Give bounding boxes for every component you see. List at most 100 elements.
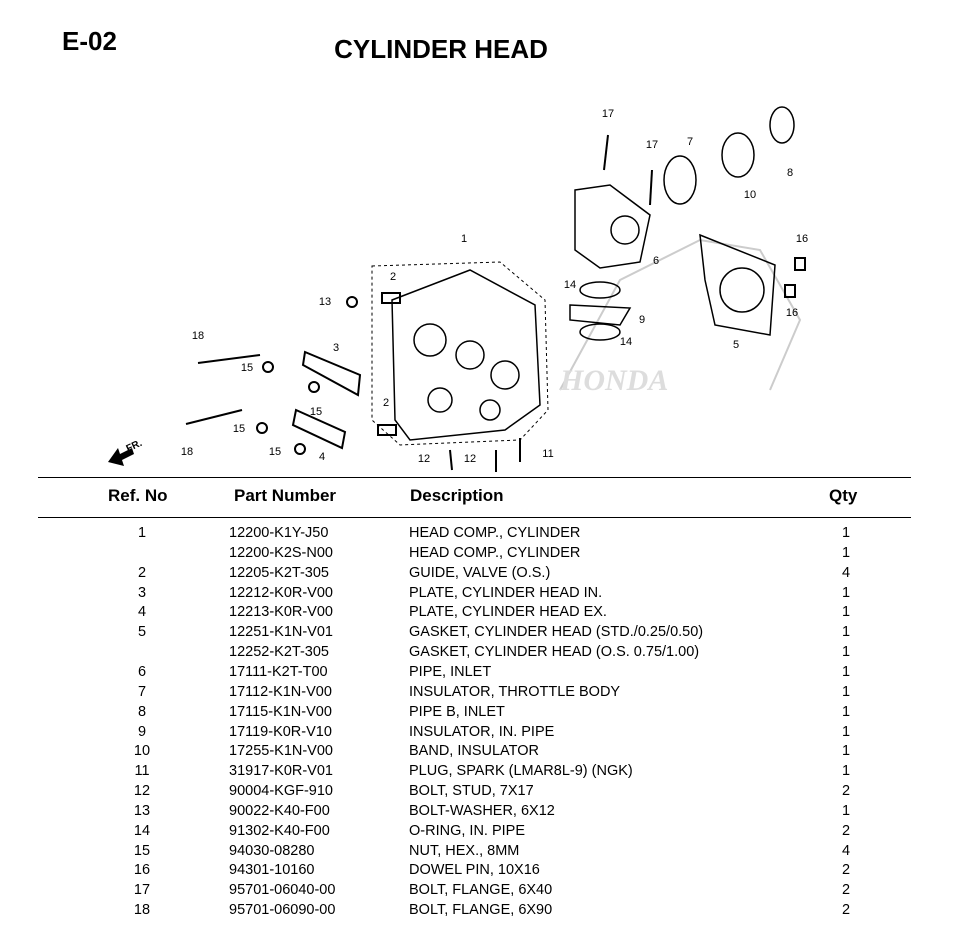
callout-15: 15 (269, 446, 281, 458)
table-row: 10 17255-K1N-V00 BAND, INSULATOR 1 (0, 743, 967, 763)
callout-13: 13 (319, 296, 331, 308)
part-number: 12213-K0R-V00 (229, 604, 333, 621)
table-row: 15 94030-08280 NUT, HEX., 8MM 4 (0, 843, 967, 863)
ref-no: 8 (137, 703, 147, 720)
part-number: 94030-08280 (229, 842, 315, 859)
part-number: 12200-K1Y-J50 (229, 525, 329, 541)
description: BOLT, FLANGE, 6X40 (409, 882, 553, 899)
callout-3: 3 (333, 342, 339, 354)
description: BOLT-WASHER, 6X12 (409, 802, 555, 819)
callout-15: 15 (310, 406, 322, 418)
insulator-parts (569, 106, 795, 341)
ref-no: 1 (137, 525, 147, 541)
quantity: 1 (841, 683, 851, 700)
description: BAND, INSULATOR (409, 743, 539, 760)
quantity: 1 (841, 723, 851, 740)
callout-4: 4 (319, 451, 325, 463)
callout-15: 15 (241, 362, 253, 374)
description: BOLT, FLANGE, 6X90 (409, 902, 553, 919)
ref-no: 7 (137, 683, 147, 700)
description: HEAD COMP., CYLINDER (409, 525, 581, 541)
gasket-part (699, 233, 776, 336)
part-number: 90022-K40-F00 (229, 802, 330, 819)
description: GASKET, CYLINDER HEAD (STD./0.25/0.50) (409, 624, 704, 641)
callout-9: 9 (639, 314, 645, 326)
header-ref-no: Ref. No (108, 486, 168, 505)
part-number: 17115-K1N-V00 (229, 703, 332, 720)
ref-no: 3 (137, 584, 147, 601)
quantity: 1 (841, 703, 851, 720)
description: PIPE B, INLET (409, 703, 505, 720)
quantity: 2 (841, 862, 851, 879)
description: PLUG, SPARK (LMAR8L-9) (NGK) (409, 763, 633, 780)
description: INSULATOR, THROTTLE BODY (409, 683, 621, 700)
callout-6: 6 (653, 255, 659, 267)
quantity: 2 (841, 902, 851, 919)
callout-2: 2 (383, 397, 389, 409)
callout-15: 15 (233, 423, 245, 435)
ref-no: 9 (137, 723, 147, 740)
part-number: 12205-K2T-305 (229, 564, 329, 581)
description: DOWEL PIN, 10X16 (409, 862, 540, 879)
inlet-pipe-part (574, 184, 651, 269)
part-number: 17119-K0R-V10 (229, 723, 332, 740)
callout-18: 18 (181, 446, 193, 458)
callout-17: 17 (602, 108, 614, 120)
front-direction-arrow: FR. (108, 438, 144, 466)
table-row: 1 12200-K1Y-J50 HEAD COMP., CYLINDER 1 (0, 525, 967, 545)
quantity: 4 (841, 564, 851, 581)
table-header-rule (38, 517, 911, 518)
cylinder-head-part (371, 261, 549, 446)
callout-16: 16 (796, 233, 808, 245)
quantity: 1 (841, 525, 851, 541)
quantity: 1 (841, 644, 851, 661)
description: HEAD COMP., CYLINDER (409, 544, 581, 561)
svg-text:HONDA: HONDA (559, 364, 668, 397)
part-number: 17255-K1N-V00 (229, 743, 333, 760)
part-number: 12200-K2S-N00 (229, 544, 333, 561)
honda-watermark: HONDA (559, 238, 802, 397)
part-number: 17112-K1N-V00 (229, 683, 332, 700)
ref-no: 17 (133, 882, 151, 899)
description: GUIDE, VALVE (O.S.) (409, 564, 551, 581)
ref-no: 13 (133, 802, 151, 819)
callout-2: 2 (390, 271, 396, 283)
description: NUT, HEX., 8MM (409, 842, 520, 859)
ref-no: 5 (137, 624, 147, 641)
callout-10: 10 (744, 189, 756, 201)
page-title: CYLINDER HEAD (334, 34, 548, 64)
part-number: 90004-KGF-910 (229, 783, 333, 800)
ref-no: 14 (133, 822, 151, 839)
quantity: 2 (841, 882, 851, 899)
description: GASKET, CYLINDER HEAD (O.S. 0.75/1.00) (409, 644, 700, 661)
description: PLATE, CYLINDER HEAD EX. (409, 604, 607, 621)
ref-no: 15 (133, 842, 151, 859)
quantity: 2 (841, 822, 851, 839)
quantity: 4 (841, 842, 851, 859)
header-qty: Qty (829, 486, 858, 505)
callout-7: 7 (687, 136, 693, 148)
quantity: 1 (841, 763, 851, 780)
ref-no: 10 (133, 743, 151, 760)
ref-no: 4 (137, 604, 147, 621)
callout-16: 16 (786, 307, 798, 319)
section-code: E-02 (62, 26, 117, 56)
quantity: 1 (841, 584, 851, 601)
quantity: 1 (841, 743, 851, 760)
callout-11: 11 (542, 448, 553, 460)
ref-no: 6 (137, 663, 147, 680)
front-label: FR. (125, 438, 144, 455)
